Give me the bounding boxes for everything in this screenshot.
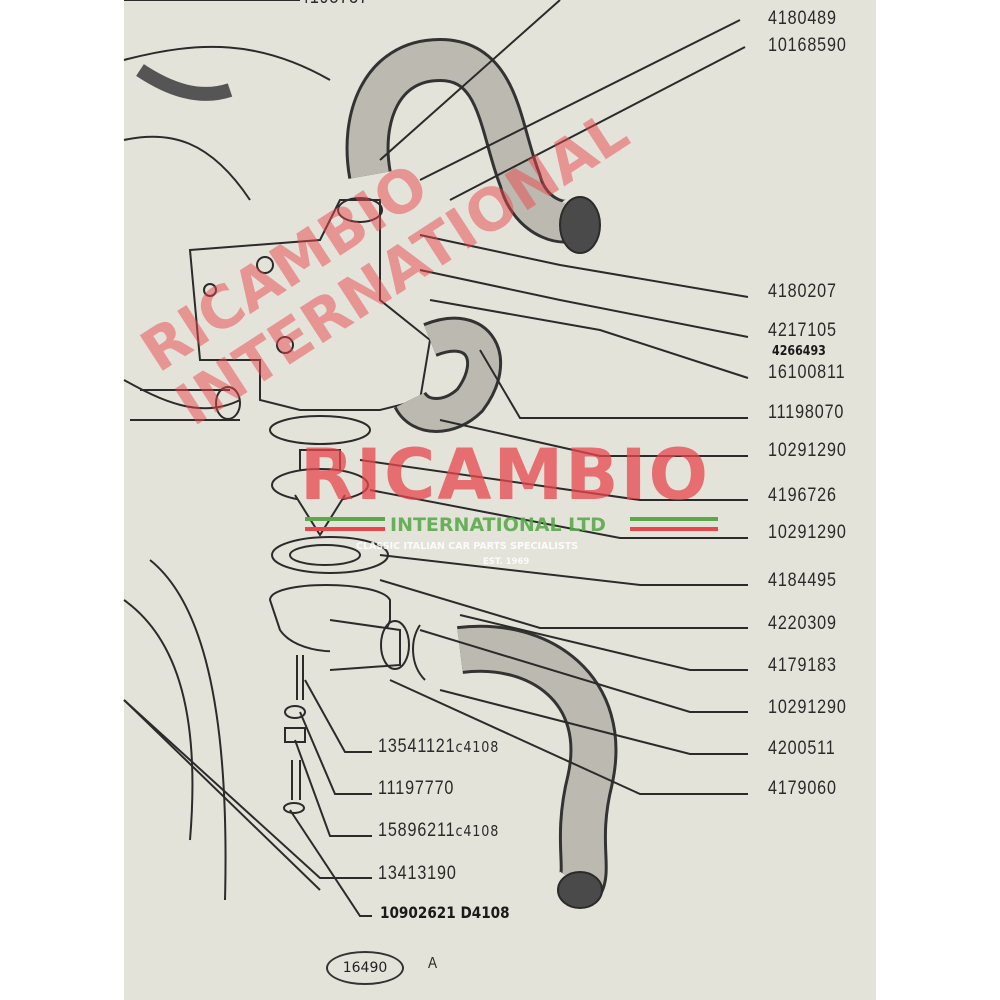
part-number-label: 10902621 D4108 xyxy=(380,904,510,922)
part-number: 11197770 xyxy=(378,778,455,799)
flag-stripe xyxy=(305,527,385,531)
part-number-label: 13413190 xyxy=(378,864,457,884)
figure-number: 16490 xyxy=(326,951,404,985)
part-number: 13413190 xyxy=(378,863,457,884)
part-number-label: 16100811 xyxy=(768,362,846,383)
watermark-tagline: CLASSIC ITALIAN CAR PARTS SPECIALISTS xyxy=(356,541,579,552)
part-number-label: 4180489 xyxy=(768,8,837,29)
watermark-brand: RICAMBIO xyxy=(300,434,711,516)
part-suffix: c4108 xyxy=(455,738,500,756)
top-part-number: 4195737 xyxy=(300,0,369,8)
part-number: 13541121 xyxy=(378,736,456,757)
part-number-label: 4184495 xyxy=(768,570,837,591)
part-number-label: 10291290 xyxy=(768,697,847,718)
part-number-label: 4220309 xyxy=(768,613,837,634)
figure-letter: A xyxy=(428,955,438,972)
part-number: 10902621 xyxy=(380,903,456,922)
handwritten-part-number: 4266493 xyxy=(772,344,826,359)
flag-stripe xyxy=(630,527,718,531)
watermark-subtitle: INTERNATIONAL LTD xyxy=(390,514,606,536)
part-suffix: D4108 xyxy=(460,903,510,922)
part-number-label: 10291290 xyxy=(768,440,847,461)
part-number-label: 4196726 xyxy=(768,485,837,506)
part-number: 15896211 xyxy=(378,820,456,841)
part-number-label: 11197770 xyxy=(378,779,454,799)
part-number-label: 4179183 xyxy=(768,655,837,676)
part-number-label: 10291290 xyxy=(768,522,847,543)
watermark-established: EST. 1969 xyxy=(483,557,530,567)
part-number-label: 4180207 xyxy=(768,281,837,302)
part-suffix: c4108 xyxy=(455,822,500,840)
part-number-label: 4200511 xyxy=(768,738,836,759)
flag-stripe xyxy=(630,517,718,521)
part-number-label: 15896211c4108 xyxy=(378,821,499,841)
part-number-label: 10168590 xyxy=(768,35,847,56)
part-number-label: 13541121c4108 xyxy=(378,737,499,757)
part-number-label: 4179060 xyxy=(768,778,837,799)
flag-stripe xyxy=(305,517,385,521)
part-number-label: 4217105 xyxy=(768,320,837,341)
part-number-label: 11198070 xyxy=(768,402,845,423)
